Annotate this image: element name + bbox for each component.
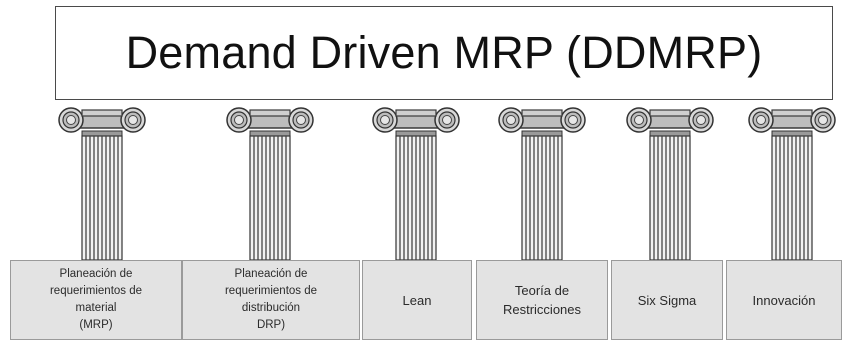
pillar-base-lean: Lean bbox=[362, 260, 472, 340]
pillar-column-6 bbox=[742, 100, 842, 260]
pillar-base-innovacion: Innovación bbox=[726, 260, 842, 340]
pillar-column-5 bbox=[620, 100, 720, 260]
pillar-base-mrp: Planeación de requerimientos de material… bbox=[10, 260, 182, 340]
pillar-column-4-graphic bbox=[498, 107, 586, 260]
pillar-label-lean: Lean bbox=[402, 292, 432, 308]
pillar-label-six-sigma: Six Sigma bbox=[637, 292, 697, 308]
roof-title-box: Demand Driven MRP (DDMRP) bbox=[55, 6, 833, 100]
pillar-column-6-graphic bbox=[748, 107, 836, 260]
pillar-column-3 bbox=[366, 100, 466, 260]
diagram-title: Demand Driven MRP (DDMRP) bbox=[125, 27, 763, 78]
pillar-base-toc: Teoría de Restricciones bbox=[476, 260, 608, 340]
pillar-base-drp: Planeación de requerimientos de distribu… bbox=[182, 260, 360, 340]
pillar-column-3-graphic bbox=[372, 107, 460, 260]
pillar-column-5-graphic bbox=[626, 107, 714, 260]
pillar-label-drp: Planeación de requerimientos de distribu… bbox=[224, 268, 318, 331]
pillar-base-six-sigma: Six Sigma bbox=[611, 260, 723, 340]
pillar-column-1-graphic bbox=[58, 107, 146, 260]
pillar-column-4 bbox=[492, 100, 592, 260]
pillar-column-2 bbox=[220, 100, 320, 260]
pillar-label-mrp: Planeación de requerimientos de material… bbox=[49, 268, 143, 331]
pillar-column-2-graphic bbox=[226, 107, 314, 260]
pillar-label-innovacion: Innovación bbox=[752, 292, 816, 308]
pillar-label-toc: Teoría de Restricciones bbox=[502, 283, 582, 317]
pillar-column-1 bbox=[52, 100, 152, 260]
